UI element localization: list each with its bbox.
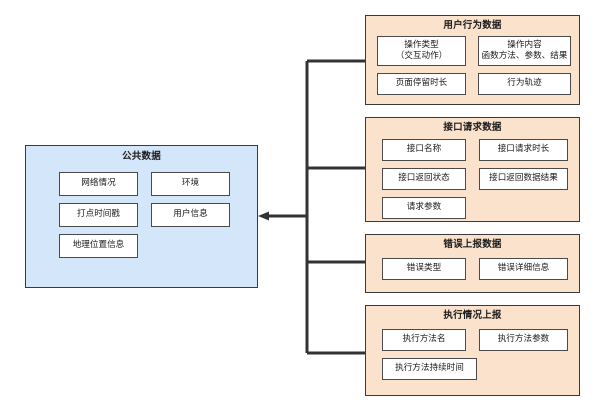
group-title-api-request-data: 接口请求数据 [443,122,502,133]
group-api-request-data[interactable]: 接口请求数据 接口名称 接口请求时长 接口返回状态 接口返回数据结果 请求参数 [365,117,580,222]
node-page-dwell-time[interactable]: 页面停留时长 [377,73,466,95]
node-error-type[interactable]: 错误类型 [382,258,466,280]
node-environment[interactable]: 环境 [151,172,230,196]
node-request-params[interactable]: 请求参数 [382,197,466,219]
node-api-return-data-result[interactable]: 接口返回数据结果 [479,168,568,190]
group-title-public-data: 公共数据 [122,151,161,162]
group-title-error-report-data: 错误上报数据 [443,239,502,250]
node-operation-type[interactable]: 操作类型 （交互动作） [377,36,466,66]
group-public-data[interactable]: 公共数据 网络情况 环境 打点时间戳 用户信息 地理位置信息 [25,145,258,288]
node-operation-content[interactable]: 操作内容 函数方法、参数、结果 [478,36,571,66]
group-user-behavior-data[interactable]: 用户行为数据 操作类型 （交互动作） 操作内容 函数方法、参数、结果 页面停留时… [365,15,580,105]
node-error-detail-info[interactable]: 错误详细信息 [479,258,568,280]
node-tracking-timestamp[interactable]: 打点时间戳 [59,203,138,227]
node-user-info[interactable]: 用户信息 [151,203,230,227]
node-execution-method-name[interactable]: 执行方法名 [382,329,466,351]
node-network-status[interactable]: 网络情况 [59,172,138,196]
arrowhead-icon [258,211,269,221]
node-api-request-duration[interactable]: 接口请求时长 [479,139,568,161]
node-execution-method-params[interactable]: 执行方法参数 [479,329,568,351]
group-title-user-behavior-data: 用户行为数据 [443,20,502,31]
node-geo-location-info[interactable]: 地理位置信息 [59,234,138,258]
node-api-return-status[interactable]: 接口返回状态 [382,168,466,190]
node-behavior-trace[interactable]: 行为轨迹 [478,73,571,95]
group-title-execution-report: 执行情况上报 [443,310,502,321]
group-execution-report[interactable]: 执行情况上报 执行方法名 执行方法参数 执行方法持续时间 [365,305,580,396]
node-execution-method-duration[interactable]: 执行方法持续时间 [382,358,477,380]
group-error-report-data[interactable]: 错误上报数据 错误类型 错误详细信息 [365,234,580,293]
node-api-name[interactable]: 接口名称 [382,139,466,161]
